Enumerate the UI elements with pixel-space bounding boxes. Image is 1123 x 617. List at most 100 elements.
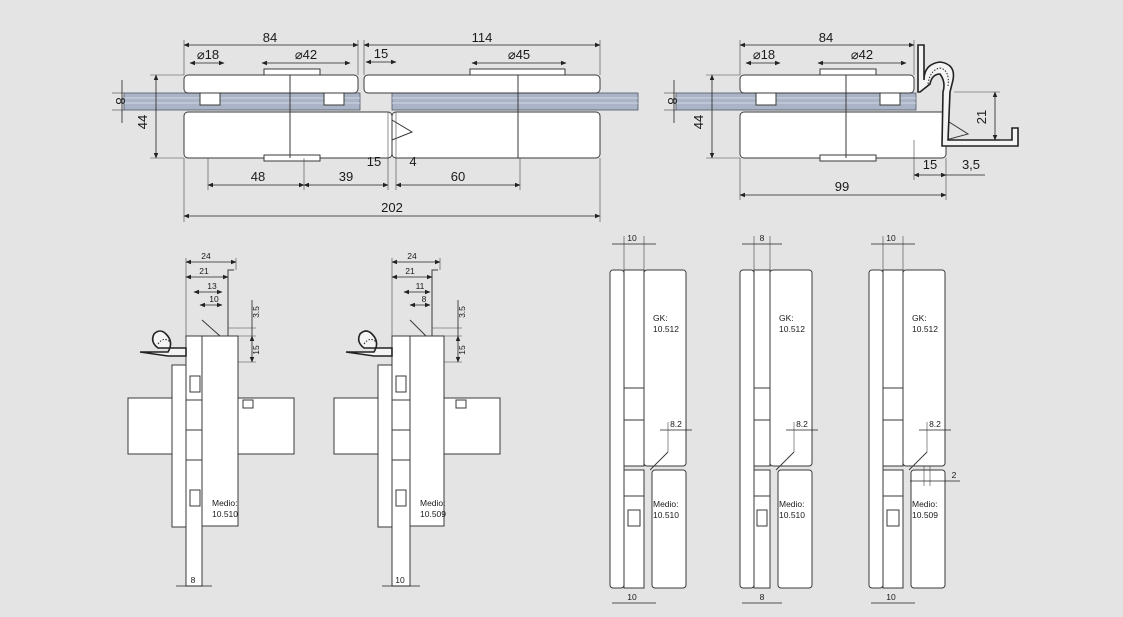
sa-dim-3-5: 3.5: [251, 306, 261, 318]
side-view-3: GK: 10.512 Medio: 10.509 10 8.2 2 10: [868, 233, 960, 604]
screw-1: [199, 92, 221, 106]
sb-dim-15: 15: [457, 345, 467, 355]
dim-top-left-dia18: ⌀18: [197, 47, 219, 62]
sa-knob-screw: [242, 399, 254, 409]
dim-top-left-thick8: 8: [113, 97, 128, 104]
top-right-view: 84 ⌀18 ⌀42 8 44 21 15 3,5 99: [664, 30, 1019, 200]
screw-2: [323, 92, 345, 106]
clamp-plate-top-tr: [739, 74, 915, 94]
sa-gasket: [139, 330, 187, 357]
sv1-upper-body: [643, 269, 687, 467]
dim-top-right-21: 21: [974, 110, 989, 124]
sb-hinge-body: [409, 335, 445, 527]
dim-top-left-thick44: 44: [135, 115, 150, 129]
sv2-lower-plate: [753, 469, 771, 589]
hinge-body-right: [391, 111, 601, 159]
screw-4: [879, 92, 901, 106]
glass-pane-right: [391, 92, 639, 111]
hinge-body-tr: [739, 111, 947, 159]
sv1-dim-8-2: 8.2: [670, 419, 682, 429]
sv2-dim-bottom: 8: [760, 592, 765, 602]
sv3-medio-label: Medio:: [912, 499, 938, 509]
sv3-gk-label: GK:: [912, 313, 927, 323]
sv3-gk-code: 10.512: [912, 324, 938, 334]
sv3-upper-body: [902, 269, 946, 467]
sv2-screw: [756, 509, 768, 527]
sa-screw-2: [189, 489, 201, 507]
sb-knob-left: [333, 397, 379, 455]
sa-dim-13: 13: [207, 281, 217, 291]
sv2-dim-top: 8: [760, 233, 765, 243]
clamp-plate-top-left: [183, 74, 359, 94]
sv1-glass: [609, 269, 625, 589]
dim-top-right-dia42: ⌀42: [851, 47, 873, 62]
screw-3: [755, 92, 777, 106]
dim-top-left-114: 114: [472, 30, 493, 45]
sa-dim-10: 10: [209, 294, 219, 304]
sb-medio-code: 10.509: [420, 509, 446, 519]
sb-glass: [377, 364, 393, 528]
sv2-medio-label: Medio:: [779, 499, 805, 509]
cap-bottom-tr: [819, 154, 877, 162]
top-left-view: 84 ⌀18 ⌀42 114 15 ⌀45 8 44 15 4 48 39 60…: [112, 30, 639, 222]
dim-top-right-dia18: ⌀18: [753, 47, 775, 62]
sa-medio-code: 10.510: [212, 509, 238, 519]
sv3-dim-top: 10: [886, 233, 896, 243]
dim-top-right-3-5: 3,5: [962, 157, 980, 172]
sv1-gk-label: GK:: [653, 313, 668, 323]
dim-top-left-bottom4: 4: [409, 154, 416, 169]
sb-dim-8: 8: [422, 294, 427, 304]
sv1-medio-label: Medio:: [653, 499, 679, 509]
sb-screw-2: [395, 489, 407, 507]
dim-top-left-60: 60: [451, 169, 465, 184]
dim-top-right-99: 99: [835, 179, 849, 194]
sv2-lower-body: [777, 469, 813, 589]
sv2-gk-label: GK:: [779, 313, 794, 323]
sa-dim-21: 21: [199, 266, 209, 276]
sa-dim-24: 24: [201, 251, 211, 261]
sb-dim-24: 24: [407, 251, 417, 261]
sv2-upper-plate: [753, 269, 771, 467]
section-a: Medio: 10.510 24 21 13 10 3.5 15 8: [127, 251, 295, 587]
sa-medio-label: Medio:: [212, 498, 238, 508]
sa-post: [185, 335, 203, 587]
sv1-lower-plate: [623, 469, 645, 589]
sv1-upper-plate: [623, 269, 645, 467]
dim-top-left-gap15: 15: [374, 46, 388, 61]
sv3-medio-code: 10.509: [912, 510, 938, 520]
sb-dim-21: 21: [405, 266, 415, 276]
sv3-lower-plate: [882, 469, 904, 589]
side-view-1: GK: 10.512 Medio: 10.510 10 8.2 10: [609, 233, 692, 604]
sv3-dim-8-2: 8.2: [929, 419, 941, 429]
cap-bottom-left: [263, 154, 321, 162]
sv3-lower-body: [910, 469, 946, 589]
cap-top-right: [469, 68, 566, 76]
side-view-2: GK: 10.512 Medio: 10.510 8 8.2 8: [739, 233, 818, 604]
dim-top-right-84: 84: [819, 30, 833, 45]
sa-knob-left: [127, 397, 173, 455]
clamp-plate-top-right: [363, 74, 601, 94]
wall-gasket-profile: [917, 44, 1019, 147]
sa-screw-1: [189, 375, 201, 393]
sv1-gk-code: 10.512: [653, 324, 679, 334]
sv3-upper-plate: [882, 269, 904, 467]
sv3-glass: [868, 269, 884, 589]
dim-top-left-84: 84: [263, 30, 277, 45]
sv1-dim-top: 10: [627, 233, 637, 243]
cap-top-left: [263, 68, 321, 76]
sv3-dim-bottom: 10: [886, 592, 896, 602]
sb-knob-right: [443, 397, 501, 455]
dim-top-left-202: 202: [381, 200, 403, 215]
dim-top-right-thick44: 44: [691, 115, 706, 129]
sv1-lower-body: [651, 469, 687, 589]
sb-medio-label: Medio:: [420, 498, 446, 508]
sb-screw-1: [395, 375, 407, 393]
sa-hinge-body: [201, 335, 239, 527]
sb-dim-3-5: 3.5: [457, 306, 467, 318]
hinge-body-left: [183, 111, 393, 159]
sb-dim-bottom: 10: [395, 575, 405, 585]
dim-top-right-thick8: 8: [665, 97, 680, 104]
sv2-glass: [739, 269, 755, 589]
sv2-medio-code: 10.510: [779, 510, 805, 520]
